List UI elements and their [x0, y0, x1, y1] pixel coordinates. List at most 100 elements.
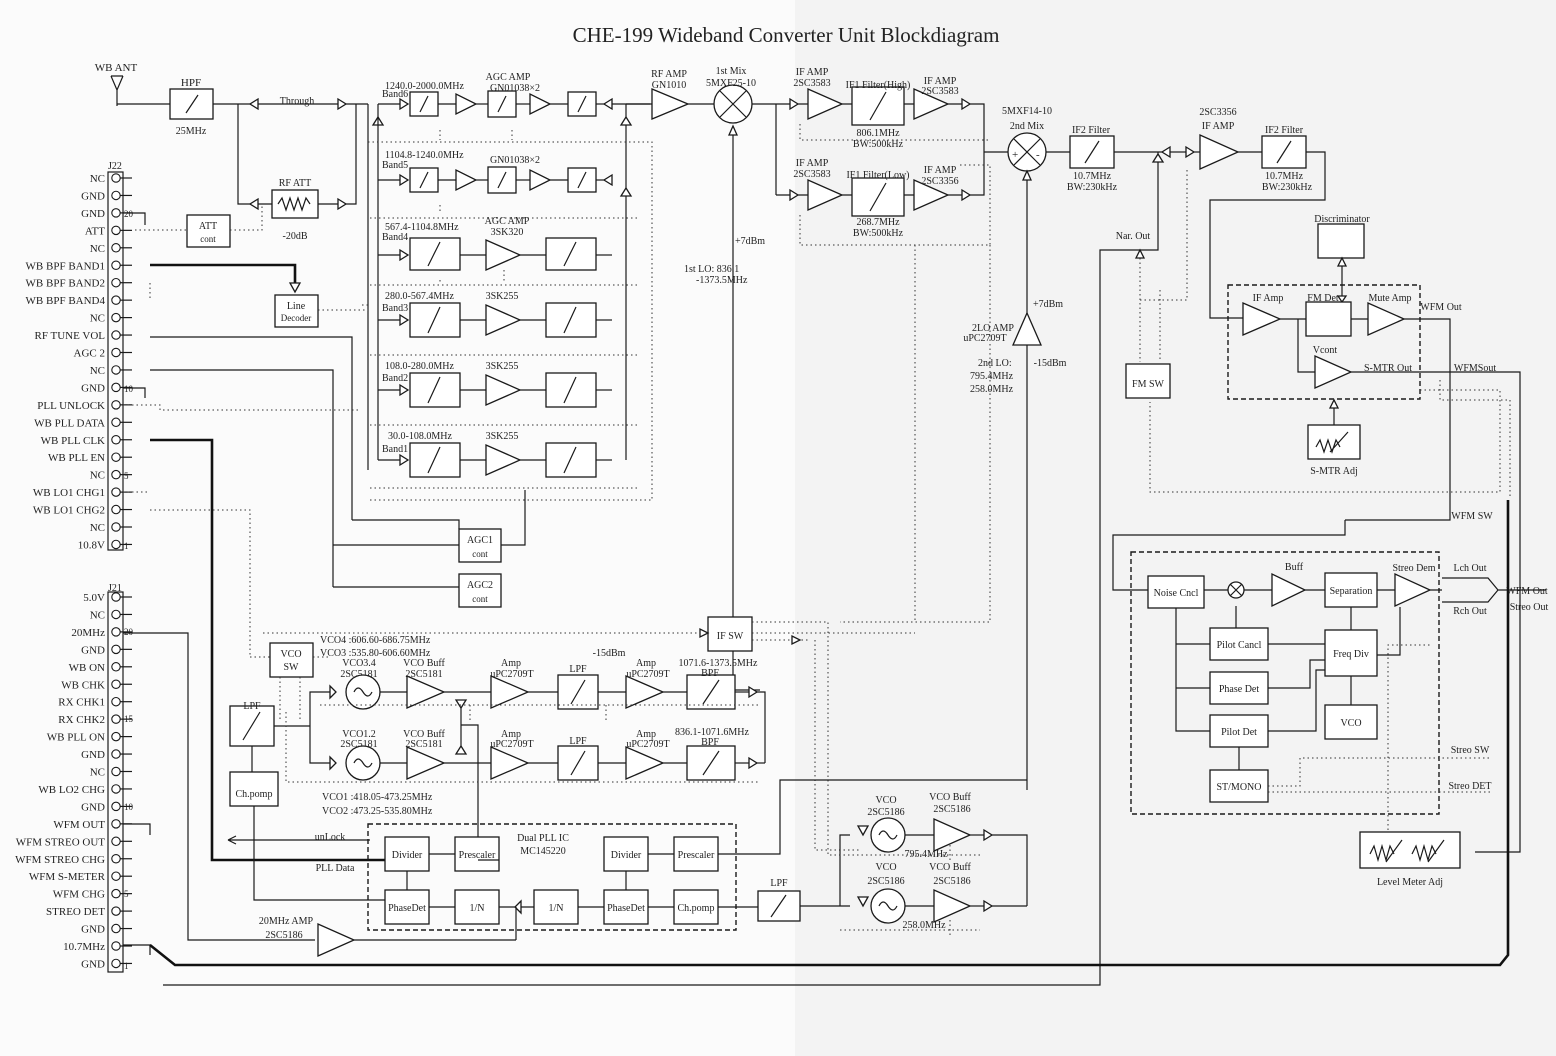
- j21-pin-label: GND: [81, 801, 105, 813]
- fm-det-block: [1305, 301, 1352, 337]
- pll-ch-pump: [673, 889, 719, 925]
- amp-upper-2: [625, 675, 665, 709]
- vco-buff-upper: [406, 675, 446, 709]
- vco4-range: VCO4 :606.60-686.75MHz: [320, 635, 431, 646]
- smtr-adj-block: [1307, 424, 1361, 460]
- j21-title: J21: [108, 583, 122, 594]
- fm-sw-label: FM SW: [1132, 379, 1165, 390]
- streo-dem-label: Streo Dem: [1392, 563, 1435, 574]
- j22-pin-label: WB PLL DATA: [34, 417, 105, 429]
- j21-pin-label: WB PLL ON: [47, 732, 105, 744]
- smtr-adj-label: S-MTR Adj: [1310, 466, 1358, 477]
- j21-pin-label: GND: [81, 749, 105, 761]
- j21-pin-circle: [111, 644, 121, 655]
- if-amp-a-dev: 2SC3583: [793, 78, 830, 89]
- j22-pin-circle: [111, 312, 121, 323]
- lpf-a-label: LPF: [569, 664, 587, 675]
- divider-b: [603, 836, 649, 872]
- amp-d-dev: uPC2709T: [626, 739, 669, 750]
- agc1-l2: cont: [472, 549, 488, 559]
- j22-pin-circle: [111, 417, 121, 428]
- j22-pin-circle: [111, 504, 121, 515]
- j22-pin-circle: [111, 225, 121, 236]
- mix2-plus: +: [1012, 149, 1018, 161]
- phasedet-a-label: PhaseDet: [388, 903, 426, 914]
- j21-pin-circle: [111, 731, 121, 742]
- vcont-amp: [1314, 354, 1353, 390]
- diagram-title: CHE-199 Wideband Converter Unit Blockdia…: [573, 23, 1000, 47]
- if2-fb-freq: 10.7MHz: [1265, 171, 1304, 182]
- j22-pin-label: WB PLL CLK: [41, 435, 105, 447]
- vco-stereo-block: [1324, 704, 1378, 740]
- j21-pin-circle: [111, 766, 121, 777]
- if-amp-low-2: [913, 179, 950, 211]
- stereo-streo-out: Streo Out: [1510, 602, 1549, 613]
- fm-det-label: FM Det: [1307, 293, 1339, 304]
- band4-label: Band4: [382, 232, 408, 243]
- div-1n-a-label: 1/N: [470, 903, 485, 914]
- band3-label: Band3: [382, 303, 408, 314]
- 2lo-f2: 258.0MHz: [970, 384, 1014, 395]
- j22-pin-circle: [111, 400, 121, 410]
- j21-body: [107, 591, 124, 973]
- j21-pin-label: RX CHK2: [58, 714, 105, 726]
- j21-pin-circle: [111, 853, 121, 864]
- vco-sw-l1: VCO: [280, 649, 301, 660]
- lo1-range: -1373.5MHz: [696, 275, 748, 286]
- vco1-range: VCO1 :418.05-473.25MHz: [322, 792, 433, 803]
- j22-pin10: 10: [124, 384, 134, 394]
- band2-label: Band2: [382, 373, 408, 384]
- rf-amp: [651, 88, 690, 120]
- rch-out-label: Rch Out: [1453, 606, 1487, 617]
- j22-pin-label: GND: [81, 190, 105, 202]
- agc2-cont-block: [458, 573, 502, 608]
- stereo-frame: [1130, 551, 1440, 815]
- agc2-l1: AGC2: [467, 580, 493, 591]
- if1-filter-low: [851, 177, 905, 217]
- vco12-label: VCO1.2: [342, 729, 376, 740]
- j22-pin-label: NC: [90, 313, 105, 325]
- lo2-buff-b: [933, 888, 972, 924]
- noise-cncl-label: Noise Cncl: [1154, 588, 1199, 599]
- if2-amp-dev: 2SC3356: [1199, 107, 1236, 118]
- if-amp-b-dev: 2SC3583: [921, 86, 958, 97]
- j21-pin10: 10: [124, 802, 134, 812]
- if-amp-b: IF AMP: [924, 76, 957, 87]
- j21-pin-circle: [111, 906, 121, 916]
- pll-ch-pump-label: Ch.pomp: [678, 903, 715, 914]
- j21-pin-circle: [111, 836, 121, 847]
- j22-pin-label: WB LO1 CHG2: [33, 505, 105, 517]
- pilot-cancl-block: [1209, 627, 1269, 661]
- j21-pin-circle: [111, 609, 121, 620]
- j22-pin-label: AGC 2: [74, 348, 105, 360]
- j21-pin-circle: [111, 923, 121, 934]
- fm-if-amp: [1242, 302, 1282, 336]
- divider-b-label: Divider: [611, 850, 642, 861]
- j21-pin-circle: [111, 592, 121, 602]
- band4-freq: 567.4-1104.8MHz: [385, 222, 459, 233]
- j22-pin-circle: [111, 190, 121, 201]
- j22-pin-label: WB BPF BAND2: [26, 278, 105, 290]
- vco-stereo-label: VCO: [1340, 718, 1361, 729]
- lo2-vco-b-dev: 2SC5186: [867, 876, 904, 887]
- fm-sw-block: [1125, 363, 1171, 399]
- att-cont-l1: ATT: [199, 221, 217, 232]
- if1-low-bw: BW:500kHz: [853, 228, 904, 239]
- j22-body: [107, 171, 124, 551]
- if-amp-low: [807, 179, 844, 211]
- j22-pin-label: ATT: [85, 225, 105, 237]
- amp-lower-1: [490, 746, 530, 780]
- lo2-vco-b-label: VCO: [875, 862, 896, 873]
- band3-freq: 280.0-567.4MHz: [385, 291, 454, 302]
- lo1-level-15: -15dBm: [593, 648, 626, 659]
- mix2-minus: -: [1036, 149, 1040, 161]
- j21-pin-label: NC: [90, 767, 105, 779]
- j21-pin-circle: [111, 888, 121, 899]
- 2lo-amp: [1012, 311, 1042, 346]
- band2-row: [378, 372, 612, 408]
- freq-div-label: Freq Div: [1333, 649, 1369, 660]
- amp-lower-2: [625, 746, 665, 780]
- hpf-block: [169, 88, 214, 120]
- fm-wfm-out: WFM Out: [1420, 302, 1462, 313]
